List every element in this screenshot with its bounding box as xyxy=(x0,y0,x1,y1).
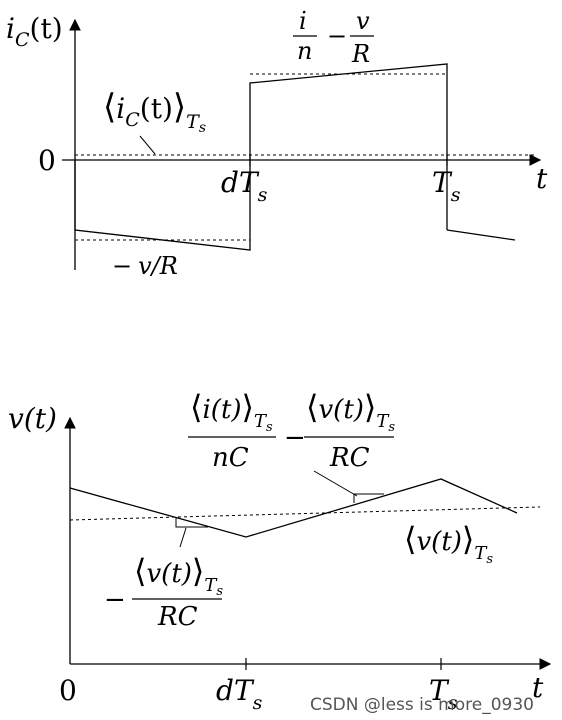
rising-slope-label: ⟨i(t)⟩Ts nC − ⟨v(t)⟩Ts RC xyxy=(188,388,395,473)
svg-text:RC: RC xyxy=(329,443,370,473)
bottom-average-label: ⟨v(t)⟩Ts xyxy=(404,520,493,567)
bottom-average-dashed xyxy=(69,506,541,521)
top-average-label: ⟨iC(t)⟩Ts xyxy=(103,87,206,136)
slope-right-pointer xyxy=(313,470,358,497)
slope-triangle-right xyxy=(353,493,384,503)
svg-text:nC: nC xyxy=(212,443,249,473)
capacitor-current-next-slope xyxy=(446,229,516,241)
svg-text:−: − xyxy=(284,423,306,453)
bottom-y-axis-label: v(t) xyxy=(8,402,57,435)
svg-text:⟨v(t)⟩Ts: ⟨v(t)⟩Ts xyxy=(306,388,395,435)
top-average-pointer xyxy=(139,135,156,155)
capacitor-voltage-waveform xyxy=(69,478,518,538)
top-Ts-label: Ts xyxy=(432,166,461,206)
bottom-Ts-label: Ts xyxy=(429,674,458,714)
svg-text:RC: RC xyxy=(157,602,198,632)
svg-text:−: − xyxy=(104,585,126,615)
svg-text:i: i xyxy=(299,7,307,35)
svg-text:⟨v(t)⟩Ts: ⟨v(t)⟩Ts xyxy=(134,552,223,599)
top-upper-level-label: i n − v R xyxy=(293,7,374,68)
top-zero-label: 0 xyxy=(38,144,56,177)
slope-triangle-left xyxy=(175,517,208,528)
slope-left-pointer xyxy=(179,527,187,548)
capacitor-current-plot: iC(t) ⟨iC(t)⟩Ts 0 t dTs Ts i n − v R xyxy=(6,7,548,280)
bottom-zero-label: 0 xyxy=(59,674,77,707)
bottom-t-label: t xyxy=(532,671,544,704)
svg-text:n: n xyxy=(297,37,312,65)
watermark: CSDN @less is more_0930 xyxy=(310,695,534,715)
svg-text:−: − xyxy=(327,22,347,50)
bottom-dTs-label: dTs xyxy=(216,674,263,714)
svg-text:v: v xyxy=(356,7,370,35)
svg-text:R: R xyxy=(351,40,370,68)
top-t-label: t xyxy=(536,162,548,195)
capacitor-current-waveform xyxy=(74,63,448,251)
falling-slope-label: − ⟨v(t)⟩Ts RC xyxy=(104,552,223,632)
capacitor-voltage-plot: v(t) 0 t dTs Ts ⟨i(t)⟩Ts nC − ⟨v(t)⟩Ts R… xyxy=(8,388,552,714)
top-dTs-label: dTs xyxy=(221,166,268,206)
top-lower-level-label: −v/R xyxy=(112,252,178,280)
svg-text:⟨i(t)⟩Ts: ⟨i(t)⟩Ts xyxy=(190,388,273,435)
top-y-axis-label: iC(t) xyxy=(6,12,63,51)
